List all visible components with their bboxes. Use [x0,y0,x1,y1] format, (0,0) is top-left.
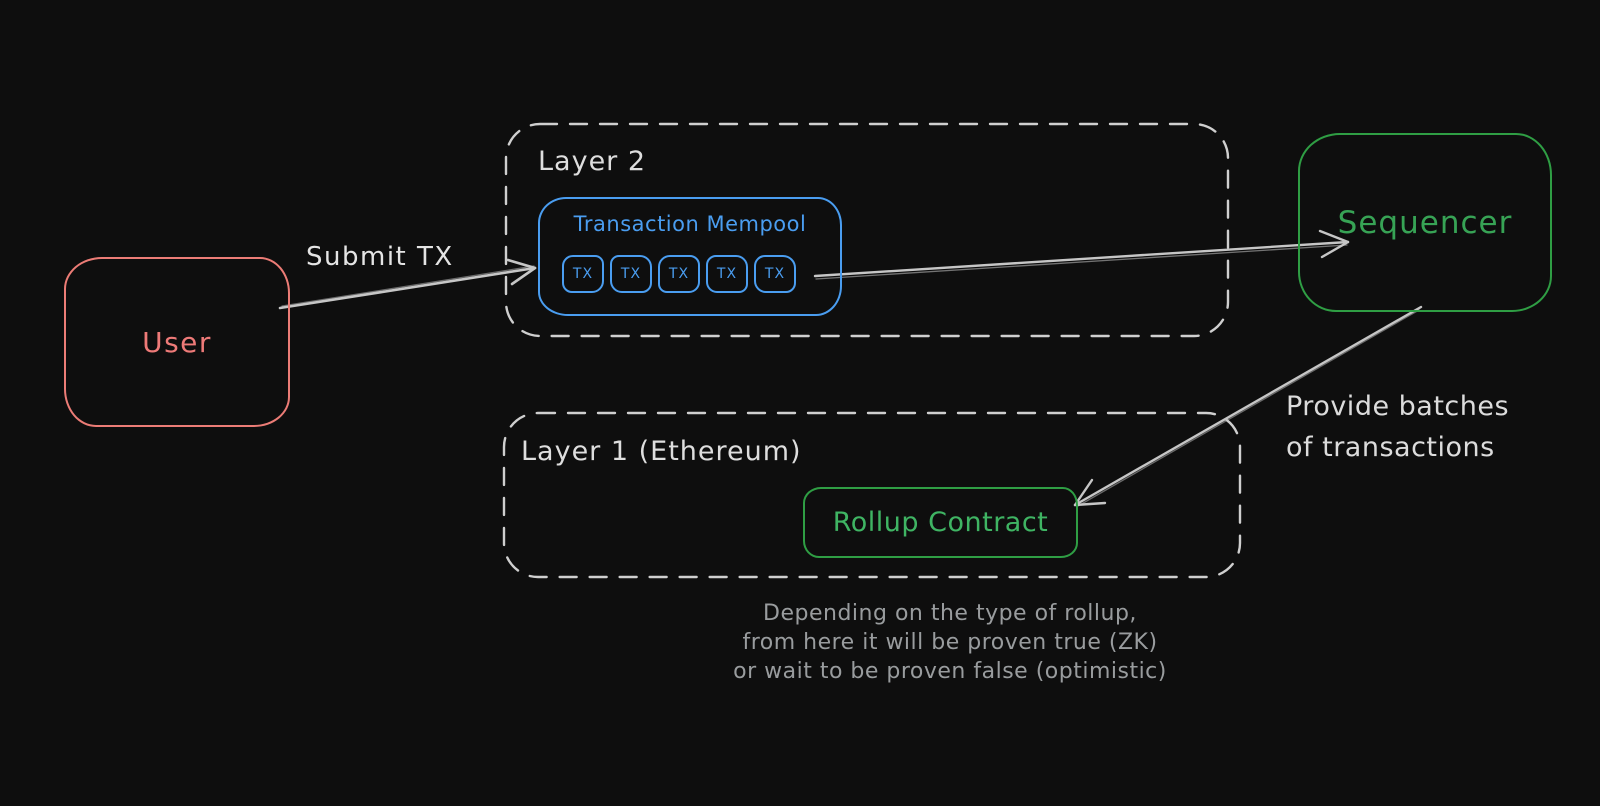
caption-line3: or wait to be proven false (optimistic) [733,659,1167,684]
tx-item: TX [658,255,700,293]
tx-row: TX TX TX TX TX [562,255,796,293]
caption-line2: from here it will be proven true (ZK) [742,630,1158,655]
tx-item: TX [754,255,796,293]
provide-batches-line2: of transactions [1286,432,1495,463]
submit-tx-edge-label: Submit TX [306,242,454,272]
user-node-label: User [142,325,212,359]
rollup-contract-label: Rollup Contract [832,507,1049,538]
tx-item: TX [562,255,604,293]
layer1-container-label: Layer 1 (Ethereum) [521,436,802,467]
provide-batches-line1: Provide batches [1286,391,1510,422]
layer2-container-label: Layer 2 [538,146,647,177]
layer1-dashed-container [502,411,1242,579]
tx-item: TX [706,255,748,293]
layer2-dashed-container [504,122,1230,338]
transaction-mempool-node: Transaction Mempool TX TX TX TX TX [538,197,842,316]
rollup-type-caption: Depending on the type of rollup, from he… [600,599,1300,686]
user-node: User [64,257,290,427]
rollup-contract-node: Rollup Contract [803,487,1078,558]
provide-batches-edge-label: Provide batches of transactions [1286,386,1509,468]
caption-line1: Depending on the type of rollup, [763,601,1137,626]
arrow-sequencer-to-rollup [1073,305,1423,507]
sequencer-node-label: Sequencer [1337,204,1513,241]
transaction-mempool-label: Transaction Mempool [573,212,807,236]
tx-item: TX [610,255,652,293]
arrow-mempool-to-sequencer [813,229,1350,280]
sequencer-node: Sequencer [1298,133,1552,312]
arrow-user-to-mempool [278,258,537,310]
